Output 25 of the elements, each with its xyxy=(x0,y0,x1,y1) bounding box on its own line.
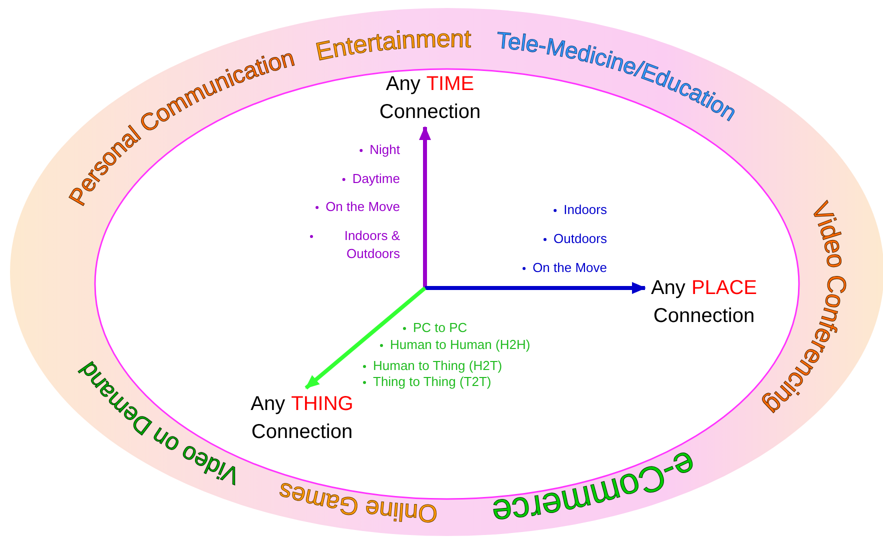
ring-text: Entertainment xyxy=(313,24,472,66)
axis-label: Connection xyxy=(653,304,755,329)
bullet-item: Daytime xyxy=(352,170,400,188)
axis-label: THING xyxy=(291,392,354,417)
bullet-item: Thing to Thing (T2T) xyxy=(373,373,492,391)
bullet-item: Indoors & Outdoors xyxy=(343,227,400,263)
bullet-item: Human to Human (H2H) xyxy=(390,336,530,354)
axis-label: Any xyxy=(650,276,686,301)
axis-label: Any xyxy=(250,392,286,417)
arrow xyxy=(304,286,426,390)
axis-label: Any xyxy=(386,72,420,97)
axis-label: PLACE xyxy=(691,276,758,301)
arrow xyxy=(419,126,431,288)
bullet-item: Human to Thing (H2T) xyxy=(373,357,502,375)
axis-label: Connection xyxy=(251,420,353,445)
ring-text: Online Games xyxy=(276,476,438,528)
bullet-item: On the Move xyxy=(532,259,607,277)
axis-label: TIME xyxy=(426,72,474,97)
arrow xyxy=(425,282,646,294)
bullet-item: Indoors xyxy=(564,201,607,219)
axis-label: Connection xyxy=(379,100,481,125)
bullet-item: PC to PC xyxy=(413,319,468,337)
bullet-item: Night xyxy=(370,141,400,159)
bullet-item: Outdoors xyxy=(554,230,607,248)
bullet-item: On the Move xyxy=(326,198,400,216)
